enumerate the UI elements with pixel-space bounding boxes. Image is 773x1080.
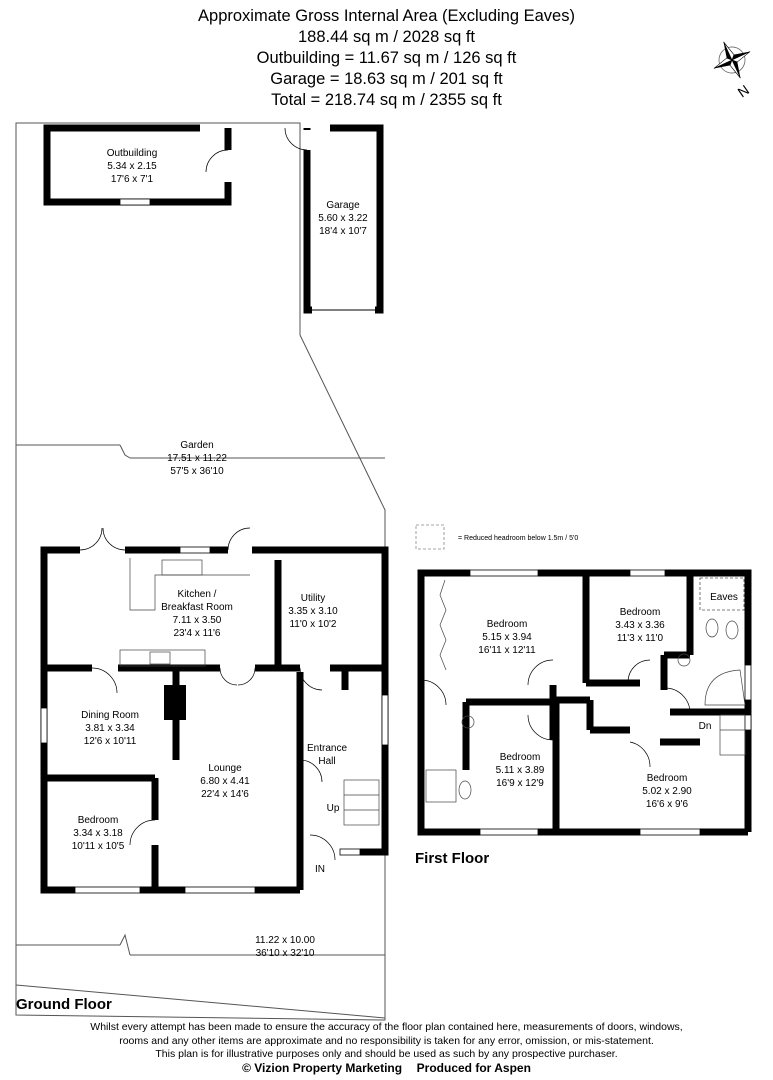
garden-name: Garden <box>180 440 213 451</box>
ff-bedroom1-imperial: 16'11 x 12'11 <box>478 645 536 656</box>
ff-bedroom4-imperial: 16'6 x 9'6 <box>646 799 689 810</box>
main-area: 188.44 sq m / 2028 sq ft <box>297 28 476 46</box>
garden-boundary <box>15 122 386 1021</box>
first-floor-windows <box>469 569 752 836</box>
front-garden-imperial: 36'10 x 32'10 <box>256 948 315 959</box>
disclaimer-line-2: rooms and any other items are approximat… <box>119 1034 654 1047</box>
garden-metric: 17.51 x 11.22 <box>167 453 227 464</box>
kitchen-fittings <box>119 558 250 667</box>
lounge-metric: 6.80 x 4.41 <box>200 776 250 787</box>
ff-bedroom4-metric: 5.02 x 2.90 <box>642 786 692 797</box>
utility-imperial: 11'0 x 10'2 <box>289 619 336 630</box>
disclaimer: Whilst every attempt has been made to en… <box>0 1021 773 1076</box>
ground-floor-label: Ground Floor <box>16 996 112 1013</box>
garage-walls <box>303 124 384 314</box>
disclaimer-line-3: This plan is for illustrative purposes o… <box>155 1048 618 1060</box>
gf-bedroom-name: Bedroom <box>78 815 119 826</box>
entrance-name-1: Entrance <box>307 743 347 754</box>
kitchen-metric: 7.11 x 3.50 <box>173 615 222 626</box>
first-floor-fittings <box>425 579 746 803</box>
garage-imperial: 18'4 x 10'7 <box>319 226 367 237</box>
outbuilding-metric: 5.34 x 2.15 <box>107 161 157 172</box>
compass-rose-icon <box>713 41 751 79</box>
outbuilding-area: Outbuilding = 11.67 sq m / 126 sq ft <box>256 49 517 67</box>
reduced-headroom-legend-swatch <box>415 524 445 550</box>
lounge-name: Lounge <box>208 763 242 774</box>
kitchen-name-2: Breakfast Room <box>161 602 233 613</box>
first-floor-walls <box>417 569 752 836</box>
outbuilding-name: Outbuilding <box>107 148 158 159</box>
staircase-up <box>343 779 380 826</box>
dining-name: Dining Room <box>81 710 139 721</box>
ff-bedroom2-imperial: 11'3 x 11'0 <box>617 633 664 644</box>
disclaimer-line-1: Whilst every attempt has been made to en… <box>90 1021 683 1033</box>
first-floor-doors <box>420 659 691 768</box>
total-area: Total = 218.74 sq m / 2355 sq ft <box>271 91 502 109</box>
lounge-imperial: 22'4 x 14'6 <box>201 789 249 800</box>
door <box>205 149 229 173</box>
door <box>284 127 308 151</box>
ff-bedroom4-name: Bedroom <box>647 773 688 784</box>
area-summary: Approximate Gross Internal Area (Excludi… <box>0 6 773 111</box>
stairs-down-label: Dn <box>699 721 712 732</box>
eaves-label: Eaves <box>710 592 738 603</box>
ff-bedroom1-name: Bedroom <box>487 619 528 630</box>
entry-label: IN <box>315 864 325 875</box>
outbuilding-walls <box>43 124 232 206</box>
front-garden-metric: 11.22 x 10.00 <box>255 935 315 946</box>
entrance-name-2: Hall <box>318 756 335 767</box>
produced-for: Produced for Aspen <box>416 1060 531 1075</box>
ground-floor-doors <box>79 527 336 861</box>
window <box>119 198 151 206</box>
stairs-up-label: Up <box>327 803 340 814</box>
ff-bedroom3-imperial: 16'9 x 12'9 <box>496 778 544 789</box>
copyright: © Vizion Property Marketing <box>242 1060 403 1075</box>
room-labels: Outbuilding 5.34 x 2.15 17'6 x 7'1 Garag… <box>72 148 738 959</box>
chimney-breast <box>164 685 186 720</box>
garage-metric: 5.60 x 3.22 <box>318 213 368 224</box>
gf-bedroom-metric: 3.34 x 3.18 <box>73 828 123 839</box>
ff-bedroom3-metric: 5.11 x 3.89 <box>496 765 545 776</box>
garage-area: Garage = 18.63 sq m / 201 sq ft <box>270 70 503 88</box>
outbuilding-imperial: 17'6 x 7'1 <box>111 174 154 185</box>
area-title: Approximate Gross Internal Area (Excludi… <box>198 7 575 25</box>
headroom-legend-text: = Reduced headroom below 1.5m / 5'0 <box>458 535 578 542</box>
dining-imperial: 12'6 x 10'11 <box>84 736 137 747</box>
ff-bedroom3-name: Bedroom <box>500 752 541 763</box>
eaves-area <box>699 577 745 611</box>
kitchen-imperial: 23'4 x 11'6 <box>173 628 220 639</box>
ff-bedroom2-metric: 3.43 x 3.36 <box>615 620 665 631</box>
utility-metric: 3.35 x 3.10 <box>288 606 338 617</box>
ground-floor-windows <box>40 546 389 894</box>
utility-name: Utility <box>301 593 325 604</box>
ff-bedroom1-metric: 5.15 x 3.94 <box>482 632 532 643</box>
north-label: N <box>735 82 752 101</box>
gf-bedroom-imperial: 10'11 x 10'5 <box>72 841 125 852</box>
kitchen-name-1: Kitchen / <box>178 589 217 600</box>
dining-metric: 3.81 x 3.34 <box>85 723 135 734</box>
garage-name: Garage <box>326 200 360 211</box>
garden-imperial: 57'5 x 36'10 <box>170 466 224 477</box>
ff-bedroom2-name: Bedroom <box>620 607 661 618</box>
first-floor-label: First Floor <box>415 850 489 867</box>
